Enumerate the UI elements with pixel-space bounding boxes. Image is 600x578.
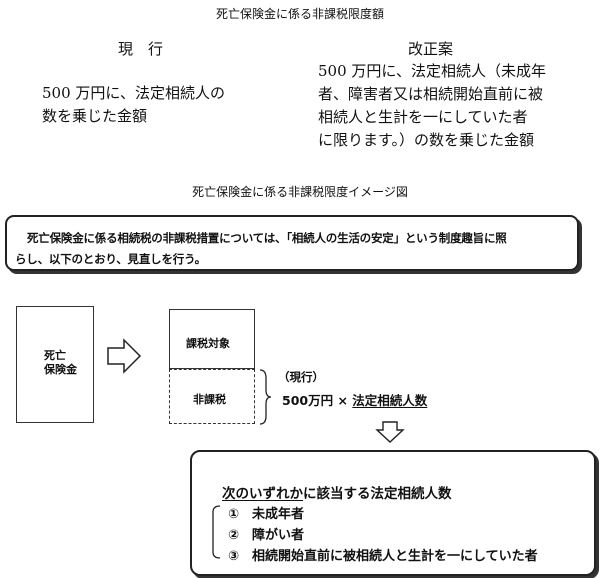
taxable-box bbox=[169, 309, 255, 369]
proposed-line: 500 万円に、法定相続人（未成年 bbox=[318, 62, 546, 80]
result-heading: 次のいずれかに該当する法定相続人数 bbox=[222, 482, 452, 502]
current-label: （現行） bbox=[278, 370, 324, 384]
formula-prefix: 500万円 × bbox=[282, 393, 353, 408]
down-arrow-icon bbox=[375, 421, 405, 443]
insurance-label: 死亡 保険金 bbox=[44, 349, 77, 376]
current-heading: 現 行 bbox=[118, 40, 164, 58]
result-item: ② 障がい者 bbox=[228, 528, 305, 543]
proposed-line: 相続人と生計を一にしていた者 bbox=[318, 108, 528, 126]
formula-underlined: 法定相続人数 bbox=[352, 393, 428, 408]
formula: 500万円 × 法定相続人数 bbox=[282, 390, 427, 409]
nontaxable-label: 非課税 bbox=[193, 393, 226, 406]
page-title: 死亡保険金に係る非課税限度額 bbox=[215, 7, 384, 21]
purpose-box bbox=[5, 215, 579, 271]
purpose-line: 死亡保険金に係る相続税の非課税措置については、「相続人の生活の安定」という制度趣… bbox=[27, 231, 507, 245]
brace-icon bbox=[259, 369, 272, 425]
proposed-heading: 改正案 bbox=[408, 40, 454, 58]
diagram-title: 死亡保険金に係る非課税限度イメージ図 bbox=[192, 185, 408, 199]
current-line: 数を乗じた金額 bbox=[42, 107, 148, 125]
current-description: 500 万円に、法定相続人の 数を乗じた金額 bbox=[42, 82, 225, 128]
nontaxable-box bbox=[169, 369, 255, 424]
result-heading-underlined: 次のいずれか bbox=[222, 486, 303, 502]
list-bracket-icon bbox=[212, 505, 221, 559]
taxable-label: 課税対象 bbox=[186, 337, 230, 350]
proposed-line: 者、障害者又は相続開始直前に被 bbox=[318, 85, 544, 103]
proposed-line: に限ります。）の数を乗じた金額 bbox=[318, 131, 535, 149]
purpose-line: らし、以下のとおり、見直しを行う。 bbox=[15, 252, 206, 266]
result-item: ① 未成年者 bbox=[228, 507, 305, 522]
right-arrow-icon bbox=[107, 338, 142, 374]
result-item: ③ 相続開始直前に被相続人と生計を一にしていた者 bbox=[228, 549, 538, 564]
current-line: 500 万円に、法定相続人の bbox=[42, 84, 225, 102]
insurance-box bbox=[16, 306, 94, 423]
proposed-description: 500 万円に、法定相続人（未成年 者、障害者又は相続開始直前に被 相続人と生計… bbox=[318, 60, 546, 152]
result-heading-rest: に該当する法定相続人数 bbox=[303, 486, 452, 502]
purpose-text: 死亡保険金に係る相続税の非課税措置については、「相続人の生活の安定」という制度趣… bbox=[15, 228, 570, 270]
result-box bbox=[190, 450, 596, 576]
